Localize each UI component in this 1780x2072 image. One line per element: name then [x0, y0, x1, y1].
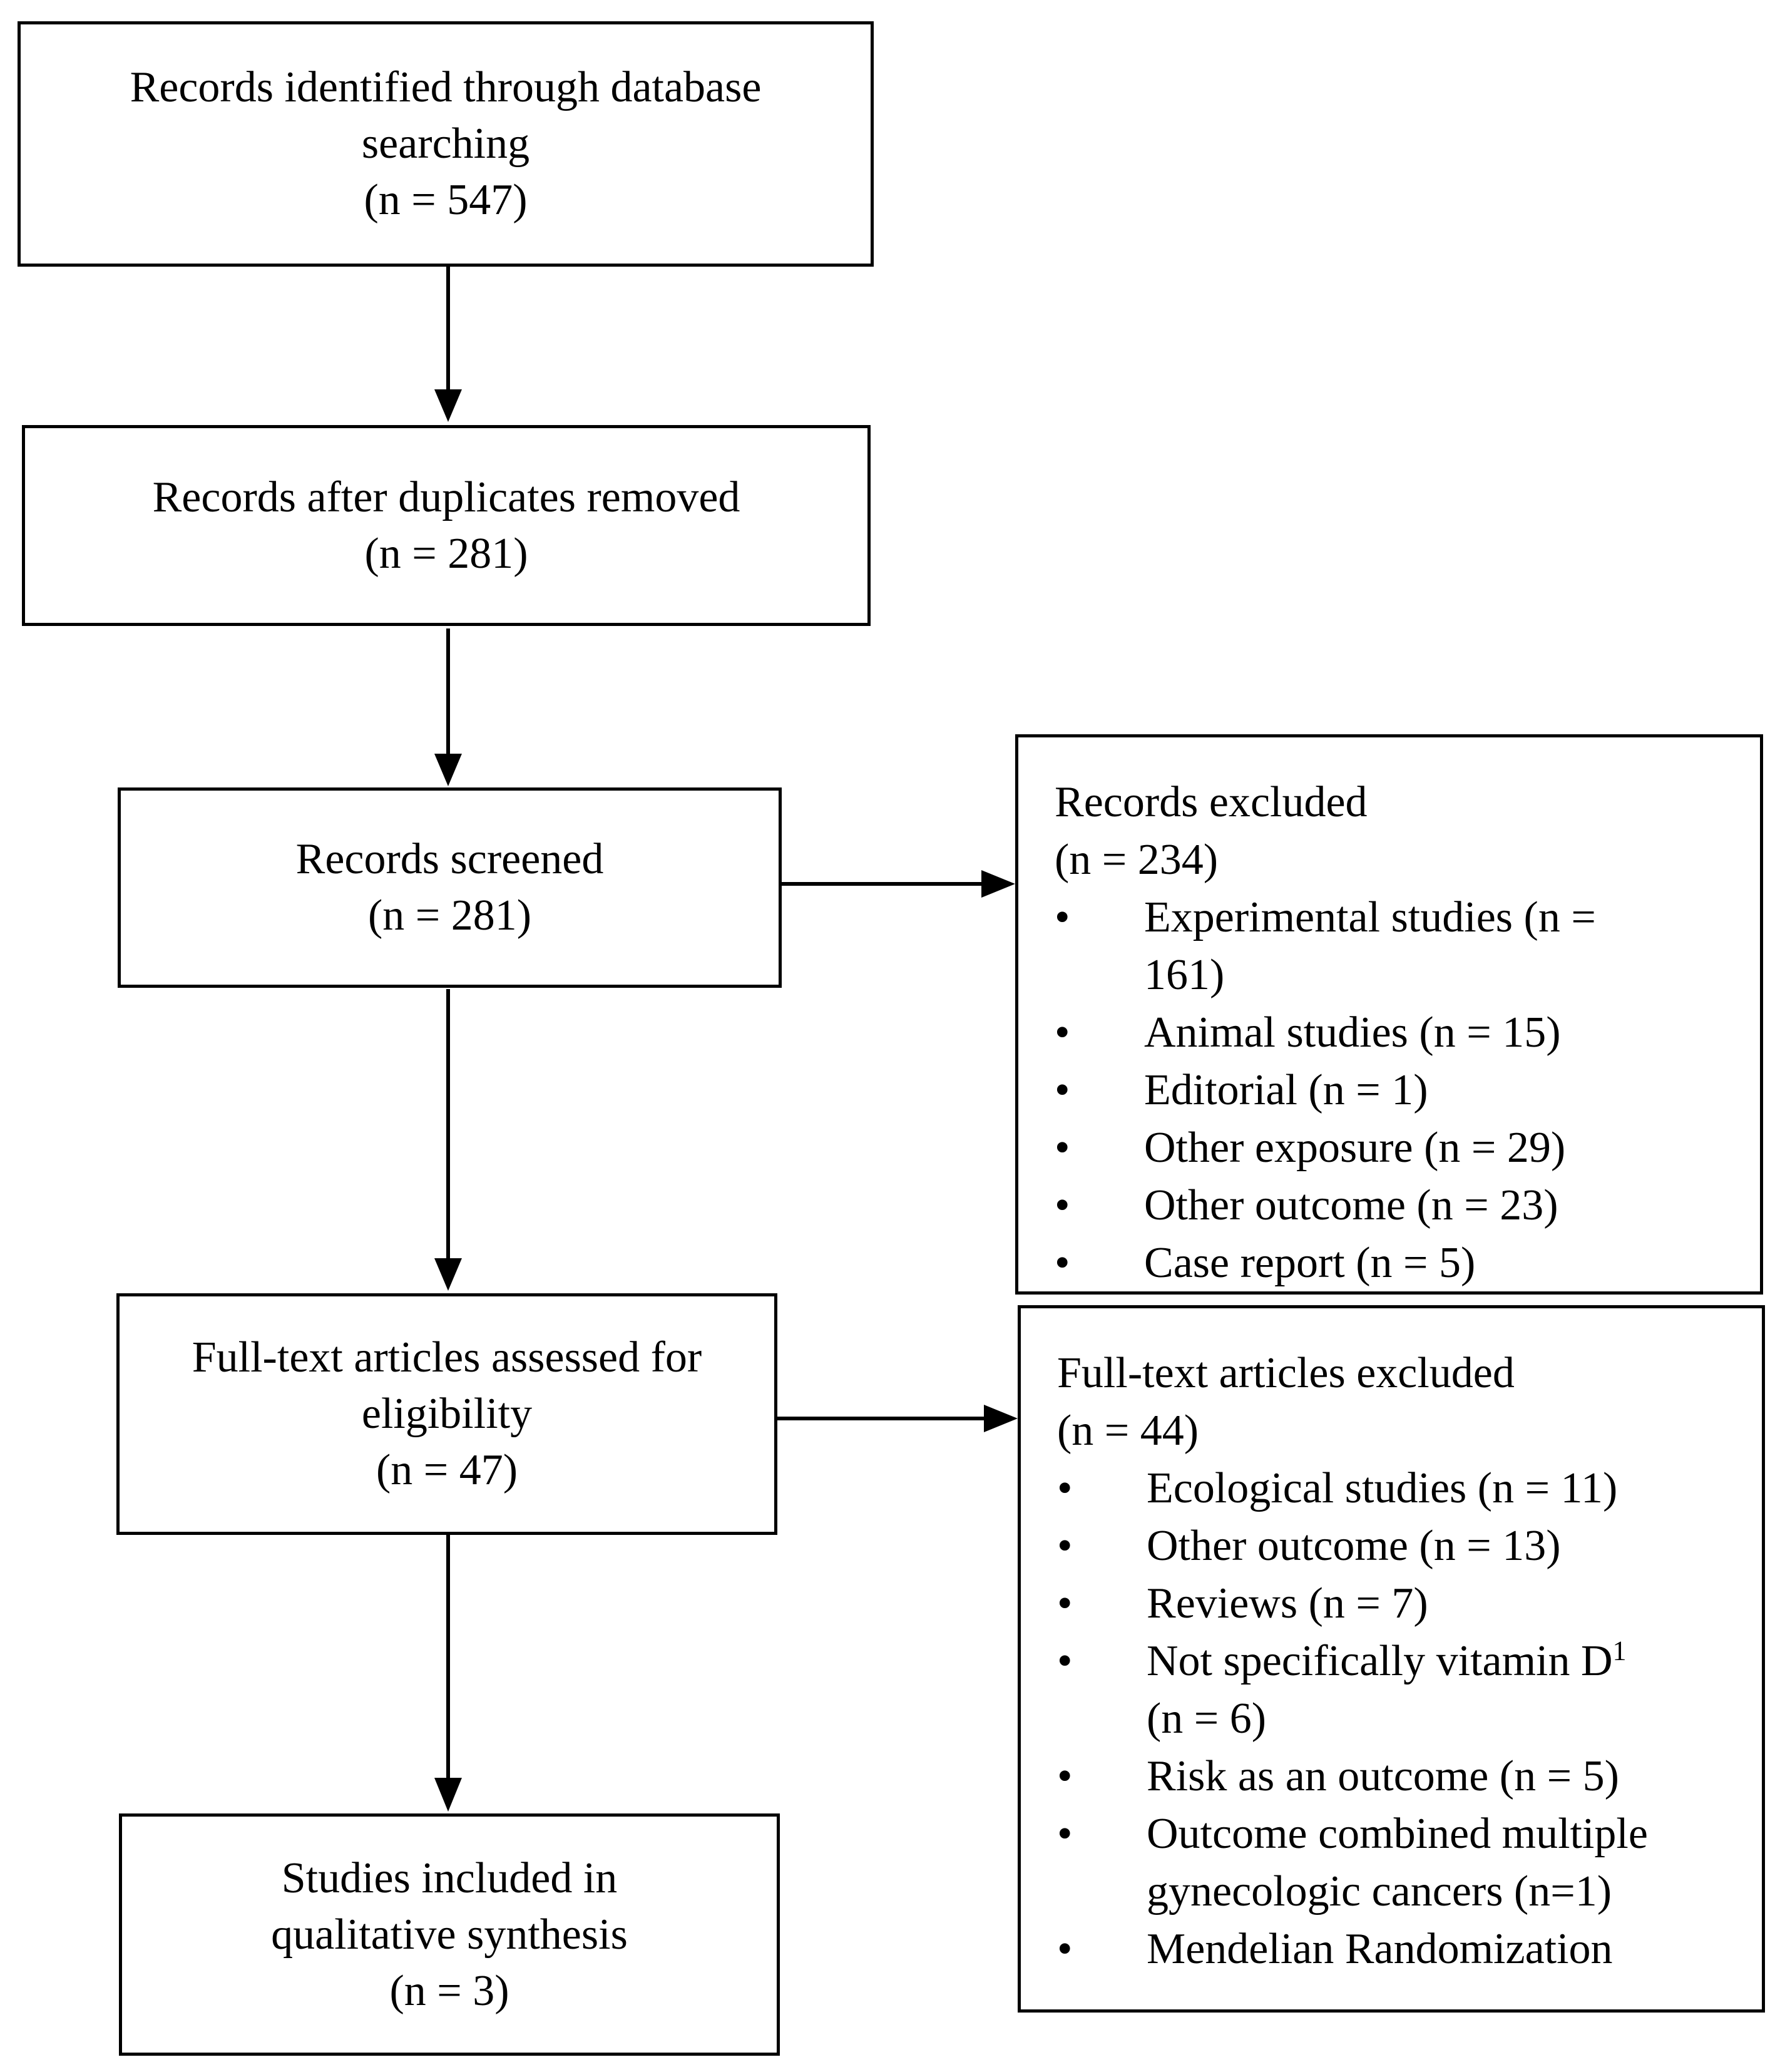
- arrow-duplicates-to-screened: [434, 628, 462, 786]
- list-item-text: Reviews (n = 7): [1147, 1579, 1428, 1628]
- list-item-text: Ecological studies (n = 11): [1147, 1464, 1618, 1512]
- studies-included-line-1: Studies included in: [281, 1854, 618, 1902]
- list-item: • Experimental studies (n = 161): [1055, 889, 1735, 1004]
- bullet: •: [1055, 1181, 1070, 1229]
- records-identified-line-1: Records identified through database: [130, 63, 762, 111]
- list-item: • Risk as an outcome (n = 5): [1057, 1748, 1737, 1805]
- list-item-text: Other outcome (n = 23): [1144, 1181, 1558, 1229]
- list-item: • Mendelian Randomization: [1057, 1921, 1737, 1978]
- list-item-text: Outcome combined multiple: [1147, 1810, 1648, 1858]
- arrow-screened-to-fulltext: [434, 989, 462, 1291]
- fulltext-assessed-line-1: Full-text articles assessed for: [192, 1333, 702, 1382]
- list-item-text: 161): [1144, 951, 1225, 999]
- fulltext-excluded-box: Full-text articles excluded (n = 44) • E…: [1018, 1305, 1765, 2013]
- studies-included-box: Studies included in qualitative synthesi…: [119, 1813, 780, 2056]
- bullet: •: [1057, 1522, 1073, 1570]
- arrow-fulltext-to-fulltext-excluded: [771, 1405, 1018, 1432]
- list-item-text: Other exposure (n = 29): [1144, 1124, 1566, 1172]
- bullet: •: [1057, 1752, 1073, 1800]
- records-excluded-count: (n = 234): [1055, 836, 1219, 884]
- list-item-text: Other outcome (n = 13): [1147, 1522, 1561, 1570]
- bullet: •: [1057, 1925, 1073, 1973]
- list-item-text: gynecologic cancers (n=1): [1147, 1867, 1612, 1916]
- list-item: • Outcome combined multiple gynecologic …: [1057, 1805, 1737, 1921]
- bullet: •: [1057, 1810, 1073, 1858]
- records-identified-box: Records identified through database sear…: [18, 21, 874, 267]
- list-item-text-main: Not specifically vitamin D: [1147, 1637, 1613, 1685]
- records-identified-line-2: searching: [361, 120, 530, 168]
- list-item: • Reviews (n = 7): [1057, 1575, 1737, 1633]
- records-after-duplicates-box: Records after duplicates removed (n = 28…: [22, 425, 871, 626]
- fulltext-assessed-count: (n = 47): [376, 1446, 518, 1494]
- fulltext-assessed-box: Full-text articles assessed for eligibil…: [116, 1293, 777, 1535]
- records-after-duplicates-count: (n = 281): [364, 529, 528, 578]
- list-item: • Animal studies (n = 15): [1055, 1004, 1735, 1062]
- studies-included-count: (n = 3): [389, 1966, 509, 2015]
- records-excluded-list: • Experimental studies (n = 161) • Anima…: [1055, 889, 1735, 1292]
- list-item-text: Risk as an outcome (n = 5): [1147, 1752, 1619, 1800]
- list-item: • Ecological studies (n = 11): [1057, 1460, 1737, 1517]
- list-item: • Other outcome (n = 23): [1055, 1177, 1735, 1234]
- fulltext-excluded-list: • Ecological studies (n = 11) • Other ou…: [1057, 1460, 1737, 1978]
- bullet: •: [1055, 1124, 1070, 1172]
- list-item-text: Animal studies (n = 15): [1144, 1008, 1561, 1057]
- footnote-marker: 1: [1612, 1635, 1627, 1666]
- list-item: • Case report (n = 5): [1055, 1234, 1735, 1292]
- bullet: •: [1057, 1464, 1073, 1512]
- list-item: • Other outcome (n = 13): [1057, 1517, 1737, 1575]
- list-item: • Editorial (n = 1): [1055, 1062, 1735, 1119]
- records-screened-box: Records screened (n = 281): [118, 787, 782, 988]
- list-item-text: Experimental studies (n =: [1144, 893, 1596, 941]
- bullet: •: [1055, 893, 1070, 941]
- records-excluded-box: Records excluded (n = 234) • Experimenta…: [1015, 734, 1763, 1295]
- list-item-text: Mendelian Randomization: [1147, 1925, 1613, 1973]
- records-after-duplicates-label: Records after duplicates removed: [152, 473, 740, 521]
- records-excluded-title: Records excluded: [1055, 778, 1368, 826]
- bullet: •: [1055, 1066, 1070, 1114]
- fulltext-excluded-title: Full-text articles excluded: [1057, 1349, 1515, 1397]
- list-item-text: (n = 6): [1147, 1695, 1267, 1743]
- fulltext-assessed-line-2: eligibility: [361, 1390, 533, 1438]
- list-item-text: Not specifically vitamin D1: [1147, 1633, 1737, 1690]
- studies-included-line-2: qualitative synthesis: [271, 1910, 628, 1959]
- records-identified-count: (n = 547): [364, 176, 528, 224]
- arrow-screened-to-records-excluded: [769, 870, 1015, 898]
- list-item-text: Case report (n = 5): [1144, 1239, 1476, 1287]
- bullet: •: [1057, 1579, 1073, 1628]
- arrow-identified-to-duplicates: [434, 267, 462, 422]
- bullet: •: [1055, 1239, 1070, 1287]
- bullet: •: [1057, 1637, 1073, 1685]
- bullet: •: [1055, 1008, 1070, 1057]
- list-item-text: Editorial (n = 1): [1144, 1066, 1428, 1114]
- records-excluded-content: Records excluded (n = 234) • Experimenta…: [1055, 774, 1735, 1287]
- records-screened-label: Records screened: [295, 835, 604, 883]
- list-item: • Not specifically vitamin D1 (n = 6): [1057, 1633, 1737, 1748]
- fulltext-excluded-count: (n = 44): [1057, 1407, 1199, 1455]
- arrow-fulltext-to-included: [434, 1535, 462, 1812]
- list-item: • Other exposure (n = 29): [1055, 1119, 1735, 1177]
- records-screened-count: (n = 281): [367, 891, 532, 940]
